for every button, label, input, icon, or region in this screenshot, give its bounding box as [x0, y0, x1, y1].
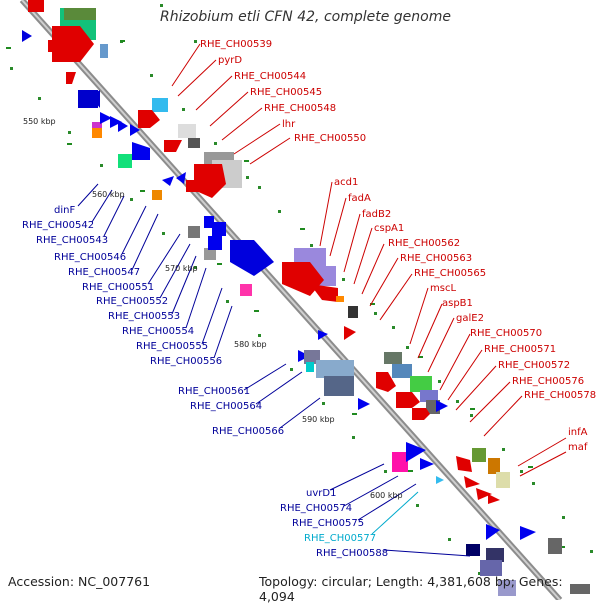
tick-label: 590 kbp [302, 415, 335, 424]
tick-label: 570 kbp [165, 264, 198, 273]
gene-label: galE2 [456, 313, 484, 324]
gene-label: RHE_CH00570 [470, 328, 542, 339]
tick-label: 560 kbp [92, 190, 125, 199]
red-leader-lines [171, 43, 567, 477]
left-gene-labels: dinF RHE_CH00542 RHE_CH00543 RHE_CH00546… [22, 205, 388, 559]
gene-label: RHE_CH00566 [212, 426, 284, 437]
gene-label: fadA [348, 193, 371, 204]
right-gene-labels: RHE_CH00539 pyrD RHE_CH00544 RHE_CH00545… [200, 39, 596, 453]
gene-label: dinF [54, 205, 75, 216]
gene-label: RHE_CH00565 [414, 268, 486, 279]
gene-label: cspA1 [374, 223, 404, 234]
gene-label: RHE_CH00577 [304, 533, 376, 544]
gene-label: RHE_CH00588 [316, 548, 388, 559]
gene-label: RHE_CH00561 [178, 386, 250, 397]
tick-label: 550 kbp [23, 117, 56, 126]
tick-label: 600 kbp [370, 491, 403, 500]
gene-label: RHE_CH00556 [150, 356, 222, 367]
gene-label: RHE_CH00554 [122, 326, 194, 337]
gene-label: RHE_CH00552 [96, 296, 168, 307]
gene-label: maf [568, 442, 588, 453]
gene-label: RHE_CH00543 [36, 235, 108, 246]
gene-label: infA [568, 427, 588, 438]
gene-label: RHE_CH00551 [82, 282, 154, 293]
gene-label: RHE_CH00576 [512, 376, 584, 387]
tick-label: 580 kbp [234, 340, 267, 349]
gene-label: RHE_CH00562 [388, 238, 460, 249]
gene-label: lhr [282, 119, 296, 130]
gene-label: RHE_CH00575 [292, 518, 364, 529]
page-title: Rhizobium etli CFN 42, complete genome [160, 9, 451, 25]
gene-label: mscL [430, 283, 456, 294]
gene-label: RHE_CH00555 [136, 341, 208, 352]
gene-label: RHE_CH00548 [264, 103, 336, 114]
gene-label: RHE_CH00542 [22, 220, 94, 231]
accession-text: Accession: NC_007761 [8, 574, 151, 589]
gene-label: acd1 [334, 177, 358, 188]
gene-label: RHE_CH00553 [108, 311, 180, 322]
gene-label: RHE_CH00545 [250, 87, 322, 98]
gene-label: RHE_CH00578 [524, 390, 596, 401]
gene-label: RHE_CH00544 [234, 71, 306, 82]
gene-label: uvrD1 [306, 488, 336, 499]
gene-label: pyrD [218, 55, 242, 66]
gene-label: RHE_CH00539 [200, 39, 272, 50]
cyan-leader-line [371, 491, 419, 535]
gene-label: RHE_CH00574 [280, 503, 352, 514]
gene-label: RHE_CH00572 [498, 360, 570, 371]
gene-label: RHE_CH00571 [484, 344, 556, 355]
gene-label: fadB2 [362, 209, 391, 220]
gene-label: RHE_CH00563 [400, 253, 472, 264]
gene-label: RHE_CH00547 [68, 267, 140, 278]
gene-label: RHE_CH00564 [190, 401, 262, 412]
gene-label: RHE_CH00550 [294, 133, 366, 144]
blue-leader-lines [77, 183, 471, 557]
gene-label: aspB1 [442, 298, 473, 309]
gene-label: RHE_CH00546 [54, 252, 126, 263]
gene-blocks [22, 0, 590, 596]
